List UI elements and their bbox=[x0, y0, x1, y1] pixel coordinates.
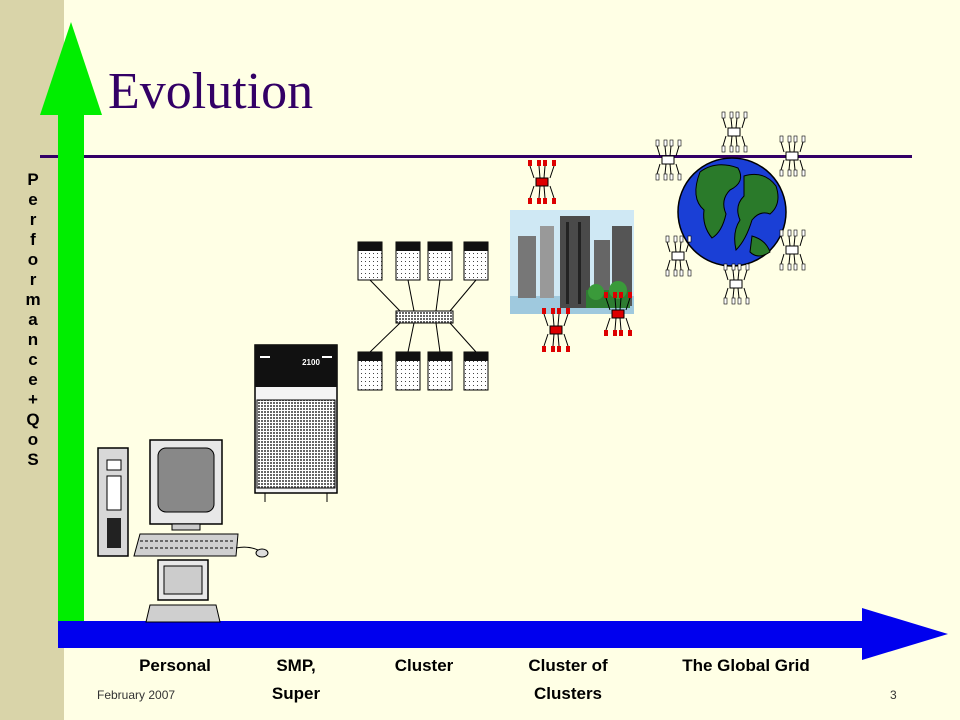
x-axis-arrow bbox=[58, 608, 948, 660]
y-axis-label-char: o bbox=[27, 430, 39, 449]
title-rule bbox=[40, 155, 912, 158]
cluster-node bbox=[357, 241, 383, 281]
cluster-node bbox=[357, 351, 383, 391]
grid-node-icon bbox=[779, 229, 806, 271]
cluster-node bbox=[395, 241, 421, 281]
category-line: The Global Grid bbox=[682, 656, 810, 675]
category-line: Cluster of bbox=[528, 656, 608, 675]
footer-date: February 2007 bbox=[97, 688, 176, 702]
network-hub-icon bbox=[604, 292, 632, 336]
network-hub-icon bbox=[528, 160, 556, 204]
y-axis-label-char: P bbox=[27, 170, 39, 189]
y-axis-label-char: S bbox=[27, 450, 39, 469]
cluster-node bbox=[395, 351, 421, 391]
y-axis-label-char: e bbox=[28, 370, 38, 389]
smp-server-icon bbox=[254, 344, 338, 502]
y-axis-label-char: + bbox=[28, 390, 38, 409]
personal-computer-icon bbox=[97, 439, 269, 623]
y-axis-label-char: r bbox=[29, 270, 37, 289]
category-personal: Personal bbox=[120, 652, 230, 680]
y-axis-label-char: c bbox=[28, 350, 38, 369]
category-line: SMP, bbox=[276, 656, 316, 675]
cluster-node bbox=[463, 241, 489, 281]
category-line: Super bbox=[271, 684, 321, 703]
globe-icon bbox=[677, 157, 787, 267]
category-global-grid: The Global Grid bbox=[664, 652, 828, 680]
category-cluster-of-clusters: Cluster of Clusters bbox=[506, 652, 630, 708]
y-axis-label-char: r bbox=[29, 210, 37, 229]
y-axis-arrow bbox=[40, 22, 102, 625]
category-line: Clusters bbox=[533, 684, 603, 703]
slide-title: Evolution bbox=[108, 63, 314, 120]
category-smp: SMP, Super bbox=[246, 652, 346, 708]
y-axis-label-char: f bbox=[30, 230, 36, 249]
cluster-switch bbox=[395, 310, 454, 324]
grid-node-icon bbox=[665, 235, 692, 277]
category-line: Personal bbox=[139, 656, 211, 675]
y-axis-label-char: m bbox=[25, 290, 41, 309]
cluster-icon bbox=[357, 241, 489, 391]
page-number: 3 bbox=[890, 688, 897, 702]
y-axis-label-char: a bbox=[28, 310, 38, 329]
grid-node-icon bbox=[721, 111, 748, 153]
grid-node-icon bbox=[779, 135, 806, 177]
smp-label: 2100 bbox=[302, 358, 320, 367]
cluster-node bbox=[463, 351, 489, 391]
y-axis-label-char: n bbox=[27, 330, 39, 349]
left-band bbox=[0, 0, 64, 720]
grid-node-icon bbox=[723, 263, 750, 305]
grid-node-icon bbox=[655, 139, 682, 181]
category-line: Cluster bbox=[394, 656, 454, 675]
category-cluster: Cluster bbox=[374, 652, 474, 680]
network-hub-icon bbox=[542, 308, 570, 352]
y-axis-label-char: e bbox=[28, 190, 38, 209]
cluster-node bbox=[427, 241, 453, 281]
cluster-node bbox=[427, 351, 453, 391]
y-axis-label-char: o bbox=[27, 250, 39, 269]
y-axis-label-char: Q bbox=[26, 410, 40, 429]
